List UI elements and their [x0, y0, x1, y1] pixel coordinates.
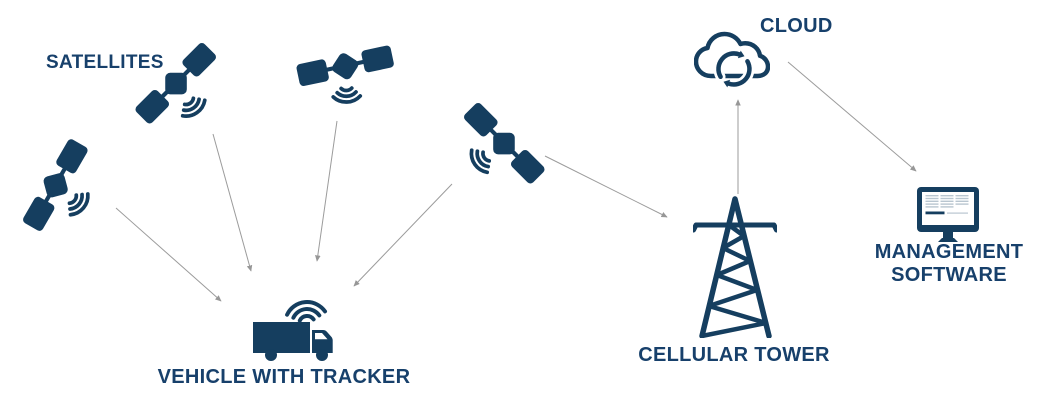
- desktop-monitor-icon: [916, 186, 982, 249]
- cloud-label: CLOUD: [760, 15, 833, 37]
- truck-with-tracker-icon: [250, 296, 335, 367]
- cloud-sync-icon: [693, 30, 771, 97]
- cellular-tower-label: CELLULAR TOWER: [638, 344, 830, 366]
- management-software-label: MANAGEMENT SOFTWARE: [849, 241, 1049, 287]
- connector-cloud-to-management-software: [787, 61, 917, 172]
- management-software-label-line2: SOFTWARE: [891, 264, 1007, 286]
- connector-satellite-2-to-vehicle: [212, 133, 253, 272]
- connector-satellite-3-to-vehicle: [315, 120, 338, 262]
- connector-satellite-1-to-vehicle: [115, 207, 222, 302]
- satellite-icon: [448, 112, 548, 200]
- connector-satellite-4-to-cellular-tower: [544, 155, 668, 218]
- vehicle-label: VEHICLE WITH TRACKER: [157, 366, 411, 388]
- satellite-icon: [13, 152, 113, 240]
- satellites-label: SATELLITES: [46, 52, 164, 73]
- management-software-label-line1: MANAGEMENT: [874, 241, 1024, 263]
- satellite-icon: [132, 52, 232, 140]
- satellite-icon: [297, 37, 397, 125]
- connector-satellite-4-to-vehicle: [353, 183, 453, 287]
- lattice-tower-icon: [691, 196, 779, 343]
